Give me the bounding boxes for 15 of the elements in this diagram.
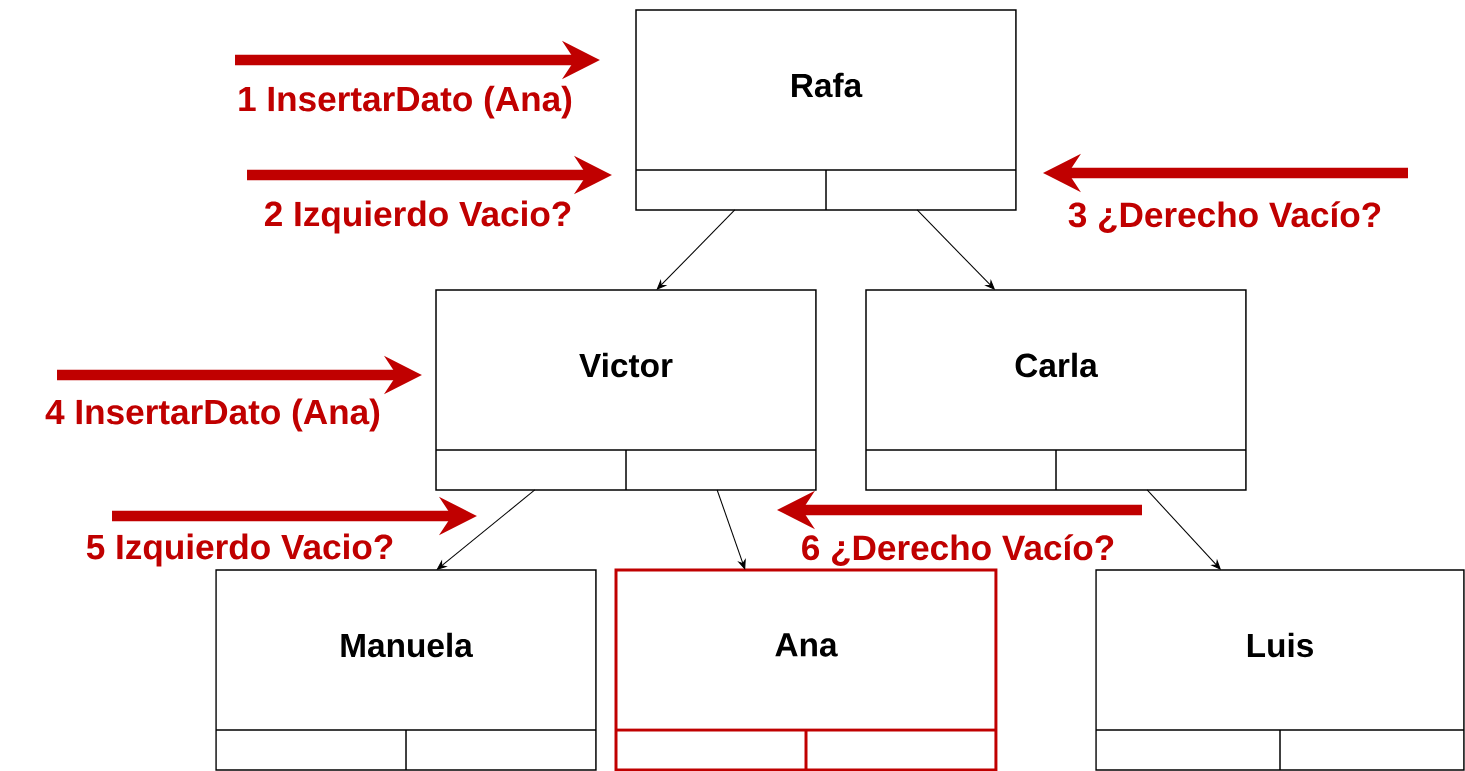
arrow xyxy=(436,489,536,570)
arrow xyxy=(716,489,746,570)
edge-label: 6 ¿Derecho Vacío? xyxy=(800,534,1116,566)
edge-label: 3 ¿Derecho Vacío? xyxy=(1067,201,1383,233)
edge-label: 4 InsertarDato (Ana) xyxy=(45,398,381,432)
edge-label: 2 Izquierdo Vacio? xyxy=(263,200,573,234)
tree-node: Victor xyxy=(435,289,817,491)
tree-node: Ana xyxy=(614,568,998,771)
arrow xyxy=(656,209,736,290)
tree-node: Carla xyxy=(865,289,1247,491)
edge-label: 1 InsertarDato (Ana) xyxy=(237,85,573,119)
tree-node: Luis xyxy=(1095,569,1465,771)
tree-node: Manuela xyxy=(215,569,597,771)
edge-label: 5 Izquierdo Vacio? xyxy=(85,533,395,567)
tree-node: Rafa xyxy=(635,9,1017,211)
